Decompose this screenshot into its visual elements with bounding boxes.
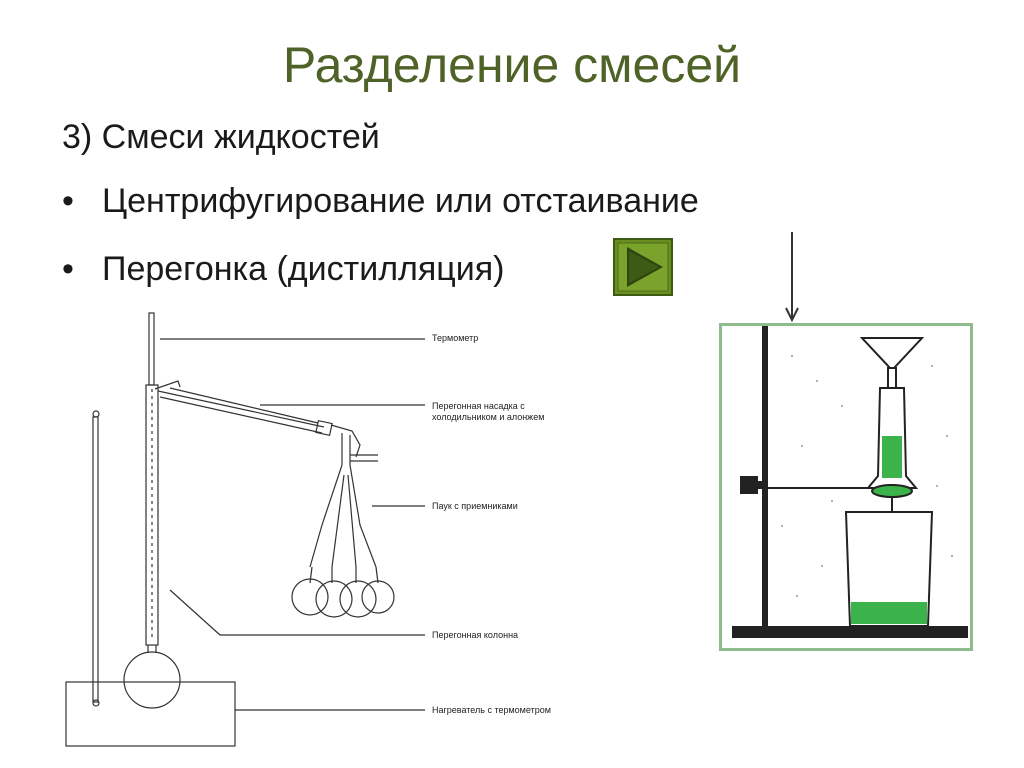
bullet-text: Центрифугирование или отстаивание	[102, 182, 699, 220]
play-button[interactable]	[613, 238, 673, 296]
label-distillation-head-line2: холодильником и алонжем	[432, 412, 545, 422]
slide-title: Разделение смесей	[282, 37, 742, 93]
separatory-funnel-picture	[719, 323, 973, 651]
section-heading: 3) Смеси жидкостей	[62, 118, 380, 157]
bullet-item-centrifugation: • Центрифугирование или отстаивание	[62, 182, 699, 221]
play-icon	[613, 238, 673, 296]
label-spider-receivers: Паук с приемниками	[432, 501, 518, 511]
distillation-diagram: Термометр Перегонная насадка с холодильн…	[60, 305, 580, 760]
separatory-funnel-drawing	[732, 326, 968, 638]
bullet-item-distillation: • Перегонка (дистилляция)	[62, 250, 505, 289]
label-thermometer: Термометр	[432, 333, 479, 343]
label-distillation-head-line1: Перегонная насадка с	[432, 401, 525, 411]
label-distillation-column: Перегонная колонна	[432, 630, 519, 640]
bullet-text: Перегонка (дистилляция)	[102, 250, 505, 288]
section-heading-text: 3) Смеси жидкостей	[62, 118, 380, 156]
label-heater-thermometer: Нагреватель с термометром	[432, 705, 551, 715]
bullet-marker: •	[62, 250, 74, 288]
bullet-marker: •	[62, 182, 74, 220]
distillation-apparatus-drawing	[65, 312, 425, 747]
arrow-down-icon	[785, 232, 799, 323]
